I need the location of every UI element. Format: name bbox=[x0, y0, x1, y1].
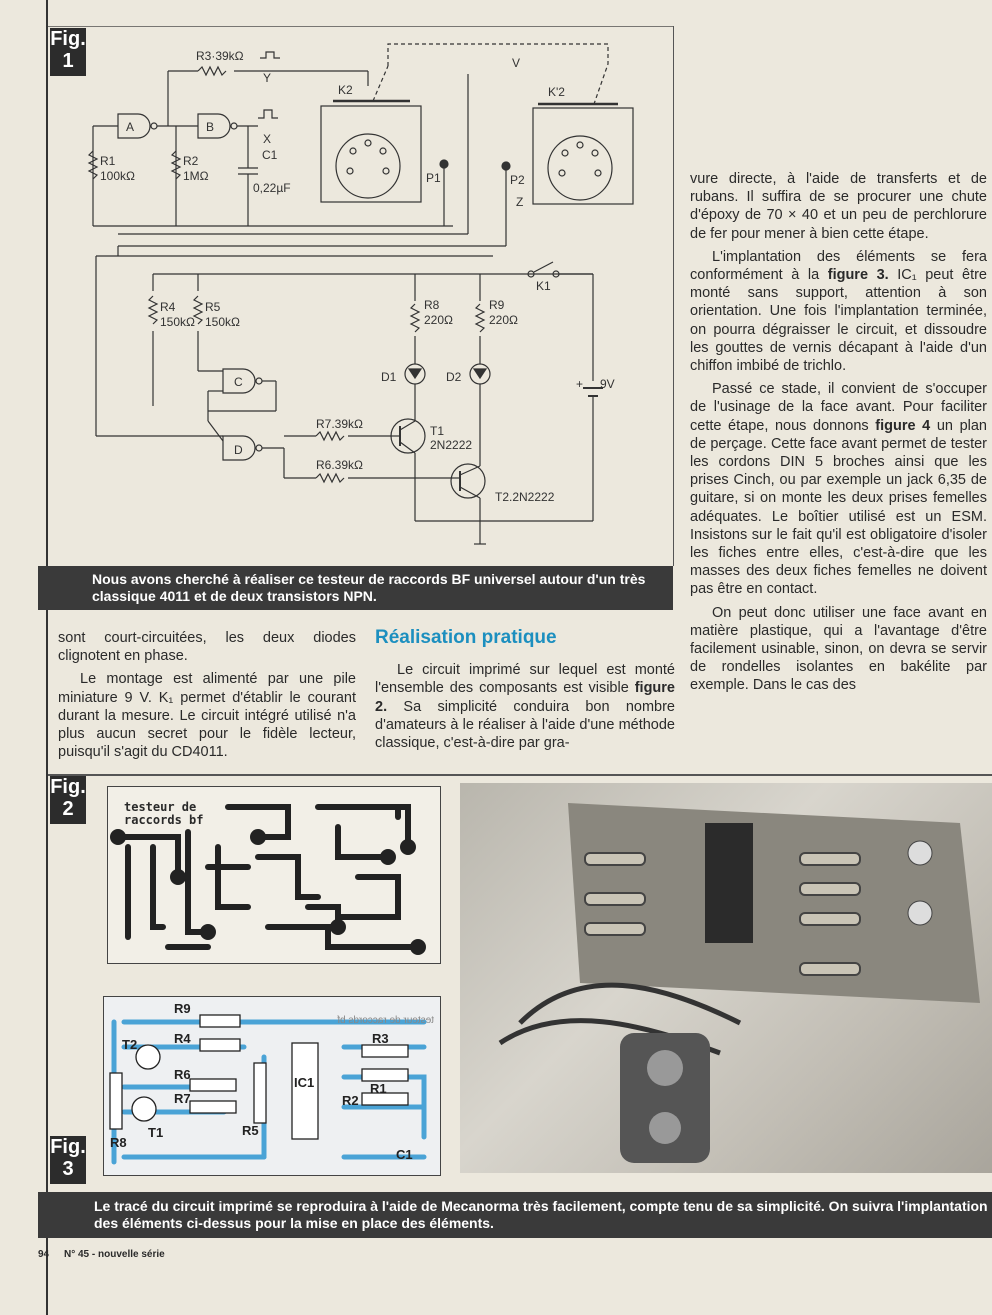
place-t1: T1 bbox=[148, 1125, 163, 1140]
r4-value: 150kΩ bbox=[160, 315, 195, 329]
figure1-caption-text: Nous avons cherché à réaliser ce testeur… bbox=[92, 571, 646, 604]
col3-p3-text-a: Passé ce stade, il convient de s'occuper… bbox=[690, 381, 987, 434]
photo-svg bbox=[498, 803, 980, 1163]
col3-p3-figure-ref: figure 4 bbox=[875, 417, 931, 434]
y-label: Y bbox=[263, 71, 271, 85]
gate-c-label: C bbox=[234, 375, 243, 389]
place-t2: T2 bbox=[122, 1037, 137, 1052]
col3-p2-text-c: IC₁ peut être monté sans support, attent… bbox=[690, 267, 987, 375]
section-divider bbox=[48, 774, 992, 776]
fig1-tag: Fig. 1 bbox=[50, 28, 86, 76]
col3-paragraph-4: On peut donc utiliser une face avant en … bbox=[690, 604, 987, 694]
plus-label: + bbox=[576, 377, 583, 391]
page-left-rule bbox=[46, 0, 48, 1315]
text-column-1: sont court-circuitées, les deux diodes c… bbox=[58, 629, 356, 766]
r4-label: R4 bbox=[160, 300, 176, 314]
place-r1: R1 bbox=[370, 1081, 387, 1096]
r7-label: R7.39kΩ bbox=[316, 417, 363, 431]
t2-label: T2.2N2222 bbox=[495, 490, 555, 504]
c1-value: 0,22µF bbox=[253, 181, 291, 195]
figure1-caption: Nous avons cherché à réaliser ce testeur… bbox=[38, 566, 673, 610]
figure2-3-caption-text: Le tracé du circuit imprimé se reproduir… bbox=[94, 1198, 988, 1231]
r5-value: 150kΩ bbox=[205, 315, 240, 329]
z-label: Z bbox=[516, 195, 523, 209]
k1-label: K1 bbox=[536, 279, 551, 293]
fig1-number: 1 bbox=[62, 50, 74, 72]
placement-svg: R9 R4 R6 R7 R5 R8 T1 T2 IC1 R1 R2 R3 C1 … bbox=[109, 1001, 434, 1165]
text-column-3: vure directe, à l'aide de transferts et … bbox=[690, 170, 987, 700]
col1-paragraph-2: Le montage est alimenté par une pile min… bbox=[58, 671, 356, 761]
circuit-photo bbox=[460, 783, 992, 1173]
place-r9: R9 bbox=[174, 1001, 191, 1016]
col1-paragraph-1: sont court-circuitées, les deux diodes c… bbox=[58, 630, 356, 665]
k2b-label: K'2 bbox=[548, 85, 565, 99]
r9-value: 220Ω bbox=[489, 313, 518, 327]
pcb-label: testeur de raccords bf bbox=[124, 801, 203, 827]
place-r3: R3 bbox=[372, 1031, 389, 1046]
fig3-tag: Fig. 3 bbox=[50, 1136, 86, 1184]
gate-a-label: A bbox=[126, 120, 134, 134]
col3-p2-figure-ref: figure 3. bbox=[827, 267, 889, 284]
r1-label: R1 bbox=[100, 154, 116, 168]
x-label: X bbox=[263, 132, 271, 146]
schematic-figure-1: R3·39kΩ Y A B X R1 100kΩ R2 1MΩ C1 0,22µ… bbox=[48, 26, 674, 566]
t1-label: T1 bbox=[430, 424, 444, 438]
place-r2: R2 bbox=[342, 1093, 359, 1108]
p2-label: P2 bbox=[510, 173, 525, 187]
issue-label: N° 45 - nouvelle série bbox=[64, 1249, 165, 1260]
figure2-3-caption: Le tracé du circuit imprimé se reproduir… bbox=[38, 1192, 992, 1238]
fig2-number: 2 bbox=[62, 798, 74, 820]
col2-p1-figure-ref: figure 2. bbox=[375, 680, 675, 715]
fig1-prefix: Fig. bbox=[50, 28, 86, 50]
r8-label: R8 bbox=[424, 298, 440, 312]
gate-b-label: B bbox=[206, 120, 214, 134]
place-c1: C1 bbox=[396, 1147, 413, 1162]
place-r7: R7 bbox=[174, 1091, 191, 1106]
pcb-traces-svg bbox=[110, 804, 426, 955]
gate-d-label: D bbox=[234, 443, 243, 457]
place-r6: R6 bbox=[174, 1067, 191, 1082]
r1-value: 100kΩ bbox=[100, 169, 135, 183]
col2-paragraph-1: Le circuit imprimé sur lequel est monté … bbox=[375, 661, 675, 752]
section-heading: Réalisation pratique bbox=[375, 627, 557, 648]
col3-paragraph-3: Passé ce stade, il convient de s'occuper… bbox=[690, 380, 987, 598]
pcb-label-line-1: testeur de bbox=[124, 800, 197, 814]
schematic-svg: R3·39kΩ Y A B X R1 100kΩ R2 1MΩ C1 0,22µ… bbox=[48, 26, 673, 545]
text-column-2: Réalisation pratique Le circuit imprimé … bbox=[375, 627, 675, 757]
fig3-prefix: Fig. bbox=[50, 1136, 86, 1158]
t1-value: 2N2222 bbox=[430, 438, 472, 452]
col2-p1-text-a: Le circuit imprimé sur lequel est monté … bbox=[375, 662, 675, 697]
r6-label: R6.39kΩ bbox=[316, 458, 363, 472]
component-placement-figure-3: R9 R4 R6 R7 R5 R8 T1 T2 IC1 R1 R2 R3 C1 … bbox=[103, 996, 441, 1176]
pcb-layout-figure-2: testeur de raccords bf bbox=[107, 786, 441, 964]
place-r5: R5 bbox=[242, 1123, 259, 1138]
place-mirror-text: testeur de raccords bf bbox=[337, 1015, 434, 1026]
col3-p2-text-a: L'implantation des éléments se fera conf… bbox=[690, 248, 987, 284]
d1-label: D1 bbox=[381, 370, 397, 384]
r2-value: 1MΩ bbox=[183, 169, 209, 183]
p1-label: P1 bbox=[426, 171, 441, 185]
col3-p3-text-c: un plan de perçage. Cette face avant per… bbox=[690, 417, 987, 598]
place-ic1: IC1 bbox=[294, 1075, 314, 1090]
place-r8: R8 bbox=[110, 1135, 127, 1150]
col3-paragraph-2: L'implantation des éléments se fera conf… bbox=[690, 248, 987, 375]
fig2-prefix: Fig. bbox=[50, 776, 86, 798]
r2-label: R2 bbox=[183, 154, 199, 168]
fig2-tag: Fig. 2 bbox=[50, 776, 86, 824]
col2-p1-text-c: Sa simplicité conduira bon nombre d'amat… bbox=[375, 698, 675, 752]
place-r4: R4 bbox=[174, 1031, 191, 1046]
r5-label: R5 bbox=[205, 300, 221, 314]
c1-label: C1 bbox=[262, 148, 278, 162]
page-number: 94 bbox=[38, 1249, 50, 1260]
pcb-label-line-2: raccords bf bbox=[124, 813, 204, 827]
r8-value: 220Ω bbox=[424, 313, 453, 327]
v-label: V bbox=[512, 56, 520, 70]
r3-label: R3·39kΩ bbox=[196, 49, 244, 63]
col3-paragraph-1: vure directe, à l'aide de transferts et … bbox=[690, 171, 987, 242]
battery-label: 9V bbox=[600, 377, 615, 391]
fig3-number: 3 bbox=[62, 1158, 74, 1180]
k2-label: K2 bbox=[338, 83, 353, 97]
r9-label: R9 bbox=[489, 298, 505, 312]
d2-label: D2 bbox=[446, 370, 462, 384]
